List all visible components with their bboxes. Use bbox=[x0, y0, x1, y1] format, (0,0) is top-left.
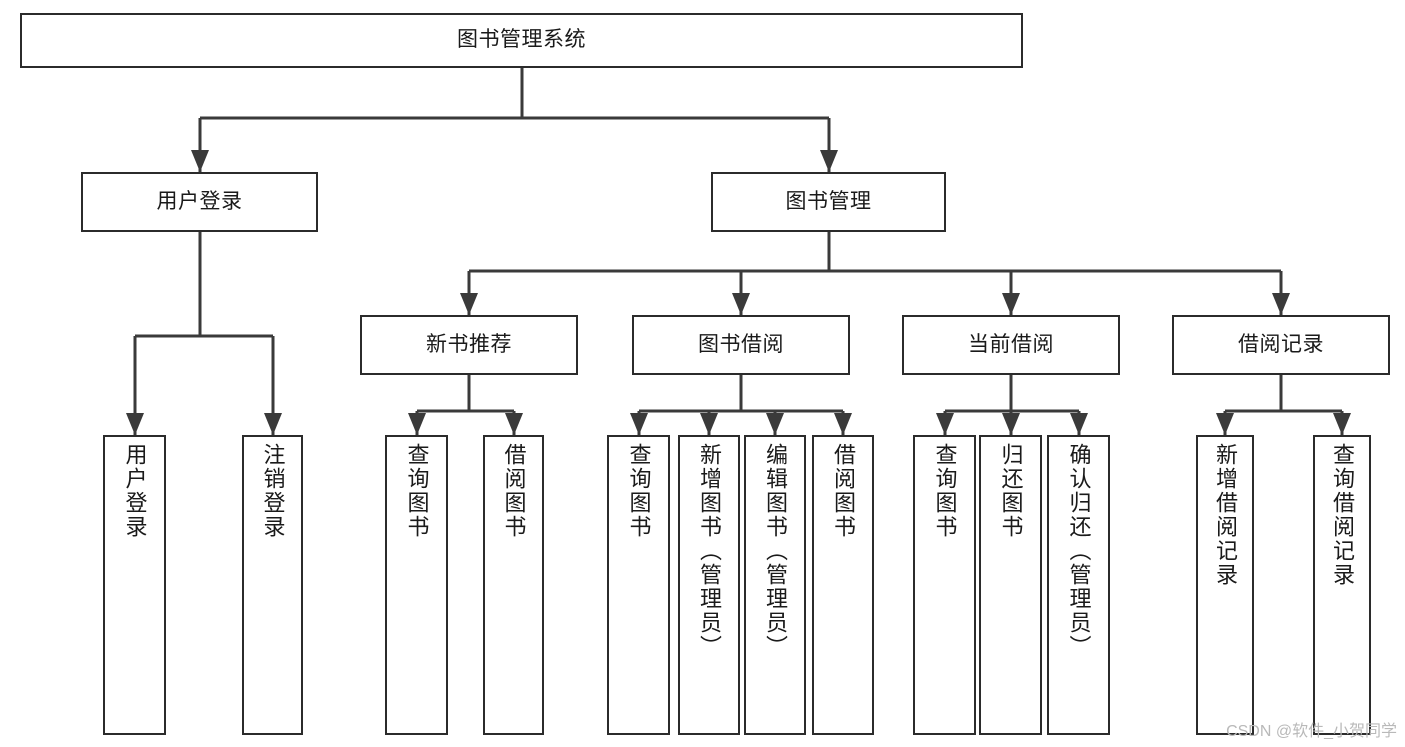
node-label: 编辑图书（管理员） bbox=[763, 443, 788, 659]
node-leaf-add-record[interactable]: 新增借阅记录 bbox=[1196, 435, 1254, 735]
arrowhead-icon bbox=[505, 413, 523, 435]
node-label: 新书推荐 bbox=[426, 332, 512, 356]
node-label: 查询借阅记录 bbox=[1330, 443, 1355, 587]
node-leaf-add-book[interactable]: 新增图书（管理员） bbox=[678, 435, 740, 735]
arrowhead-icon bbox=[1070, 413, 1088, 435]
node-leaf-query-book-cur[interactable]: 查询图书 bbox=[913, 435, 976, 735]
arrowhead-icon bbox=[1333, 413, 1351, 435]
node-leaf-return-book[interactable]: 归还图书 bbox=[979, 435, 1042, 735]
node-label: 借阅记录 bbox=[1238, 332, 1324, 356]
node-leaf-user-login[interactable]: 用户登录 bbox=[103, 435, 166, 735]
arrowhead-icon bbox=[834, 413, 852, 435]
node-leaf-query-book-rec[interactable]: 查询图书 bbox=[385, 435, 448, 735]
node-leaf-confirm-return[interactable]: 确认归还（管理员） bbox=[1047, 435, 1110, 735]
arrowhead-icon bbox=[191, 150, 209, 172]
node-label: 查询图书 bbox=[626, 443, 652, 539]
arrowhead-icon bbox=[408, 413, 426, 435]
watermark-text: CSDN @软件_小贺同学 bbox=[1226, 723, 1397, 740]
arrowhead-icon bbox=[1002, 413, 1020, 435]
arrowhead-icon bbox=[700, 413, 718, 435]
node-label: 用户登录 bbox=[122, 443, 148, 539]
node-leaf-logout[interactable]: 注销登录 bbox=[242, 435, 303, 735]
node-root[interactable]: 图书管理系统 bbox=[20, 13, 1023, 68]
node-label: 用户登录 bbox=[156, 189, 243, 213]
node-label: 借阅图书 bbox=[831, 443, 856, 539]
node-label: 查询图书 bbox=[404, 443, 430, 539]
node-label: 当前借阅 bbox=[968, 332, 1054, 356]
node-label: 借阅图书 bbox=[501, 443, 527, 539]
node-label: 新增借阅记录 bbox=[1213, 443, 1238, 587]
node-current-borrow[interactable]: 当前借阅 bbox=[902, 315, 1120, 375]
node-label: 新增图书（管理员） bbox=[697, 443, 722, 659]
arrowhead-icon bbox=[766, 413, 784, 435]
node-label: 确认归还（管理员） bbox=[1066, 443, 1092, 659]
node-label: 归还图书 bbox=[998, 443, 1024, 539]
arrowhead-icon bbox=[820, 150, 838, 172]
node-leaf-query-book-borrow[interactable]: 查询图书 bbox=[607, 435, 670, 735]
node-label: 注销登录 bbox=[260, 443, 286, 539]
node-new-book-rec[interactable]: 新书推荐 bbox=[360, 315, 578, 375]
node-leaf-borrow-book[interactable]: 借阅图书 bbox=[812, 435, 874, 735]
node-label: 图书借阅 bbox=[698, 332, 784, 356]
node-label: 查询图书 bbox=[932, 443, 958, 539]
node-book-borrow[interactable]: 图书借阅 bbox=[632, 315, 850, 375]
arrowhead-icon bbox=[936, 413, 954, 435]
arrowhead-icon bbox=[1002, 293, 1020, 315]
node-leaf-query-record[interactable]: 查询借阅记录 bbox=[1313, 435, 1371, 735]
arrowhead-icon bbox=[630, 413, 648, 435]
arrowhead-icon bbox=[1272, 293, 1290, 315]
node-leaf-borrow-book-rec[interactable]: 借阅图书 bbox=[483, 435, 544, 735]
arrowhead-icon bbox=[264, 413, 282, 435]
node-book-manage[interactable]: 图书管理 bbox=[711, 172, 946, 232]
arrowhead-icon bbox=[126, 413, 144, 435]
node-user-login[interactable]: 用户登录 bbox=[81, 172, 318, 232]
arrowhead-icon bbox=[732, 293, 750, 315]
node-borrow-record[interactable]: 借阅记录 bbox=[1172, 315, 1390, 375]
arrowhead-icon bbox=[1216, 413, 1234, 435]
node-leaf-edit-book[interactable]: 编辑图书（管理员） bbox=[744, 435, 806, 735]
arrowhead-icon bbox=[460, 293, 478, 315]
node-label: 图书管理 bbox=[785, 189, 872, 213]
node-label: 图书管理系统 bbox=[457, 28, 586, 52]
